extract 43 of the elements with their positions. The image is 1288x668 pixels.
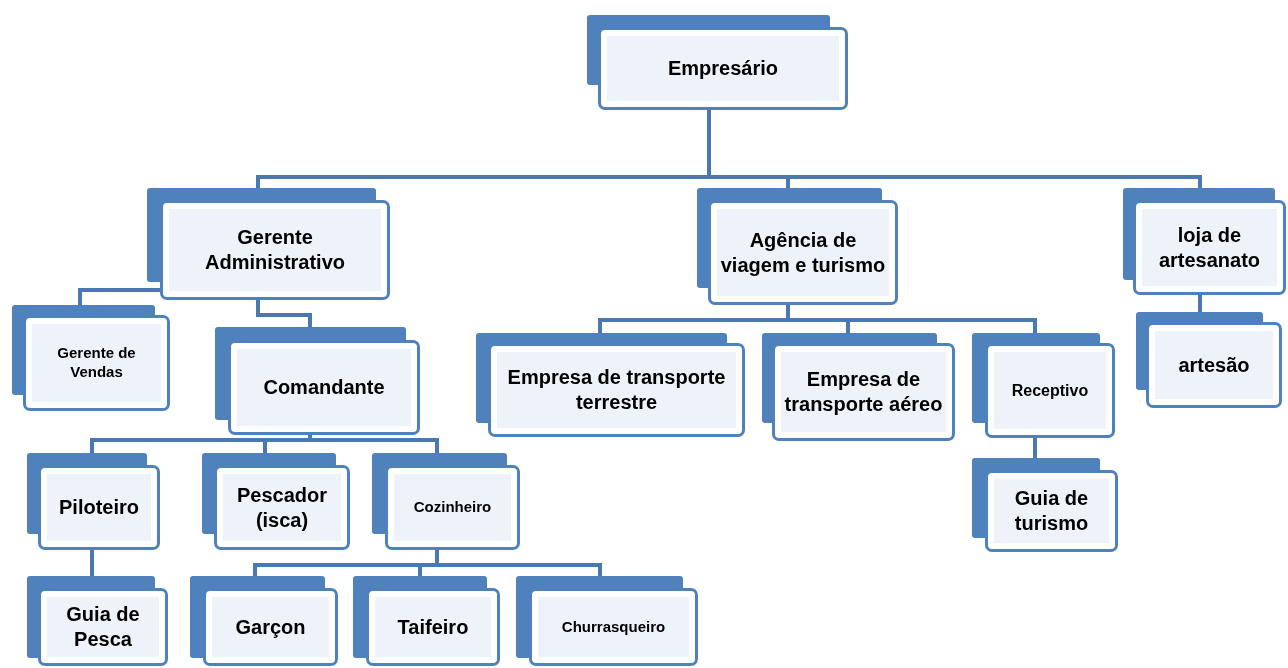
role-label: Guia de turismo [1013,486,1090,536]
org-chart-box [190,576,338,666]
role-label: Taifeiro [397,614,469,640]
role-label: Churrasqueiro [561,617,666,637]
org-chart-box [1123,188,1286,295]
org-chart-box [12,305,170,411]
role-label: Cozinheiro [413,498,492,517]
connector-line [786,305,1037,333]
org-chart-box [762,333,955,441]
role-label: Empresa de transporte aéreo [783,367,944,417]
org-chart-box [516,576,698,666]
connector-line [90,550,94,576]
role-label: Comandante [263,375,385,400]
org-chart-box [1136,312,1282,408]
org-chart-box [587,15,848,110]
connector-line [707,110,1202,188]
org-chart-box [27,453,160,550]
org-chart-box [697,188,898,305]
org-chart-box [353,576,500,666]
role-label: Piloteiro [59,495,139,520]
role-label: artesão [1178,352,1250,378]
org-chart-box [215,327,420,435]
org-chart-box [372,453,520,550]
org-chart-box [202,453,350,550]
connector-line [1033,438,1037,458]
connector-line [1198,295,1202,312]
org-chart-box [476,333,745,437]
role-label: Agência de viagem e turismo [719,227,887,278]
role-label: Garçon [235,614,306,640]
role-label: Guia de Pesca [65,602,141,652]
org-chart-box [972,458,1118,552]
role-label: Empresa de transporte terrestre [506,365,727,415]
role-label: Receptivo [1011,380,1089,401]
role-label: Gerente de Vendas [56,344,137,382]
role-label: loja de artesanato [1157,222,1262,273]
connector-line [435,550,602,576]
org-chart-box [147,188,390,300]
org-chart-box [27,576,168,666]
org-chart-box [972,333,1115,438]
connector-line [256,300,312,327]
role-label: Gerente Administrativo [204,225,346,275]
role-label: Empresário [667,56,779,81]
role-label: Pescador (isca) [235,482,329,533]
